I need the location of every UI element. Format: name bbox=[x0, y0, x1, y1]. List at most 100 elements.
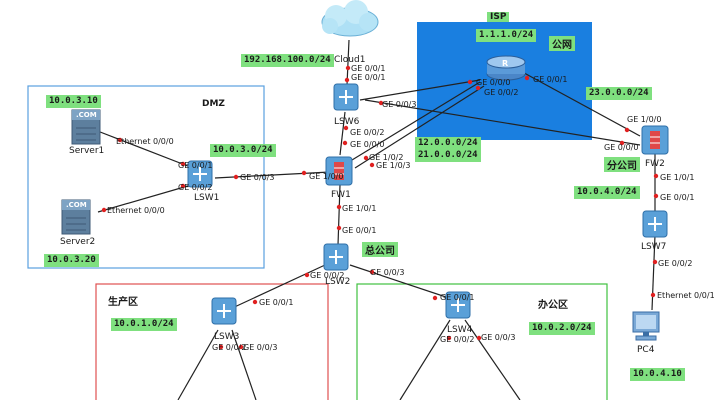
device-name-lsw7: LSW7 bbox=[641, 242, 667, 252]
fw1-icon[interactable] bbox=[325, 156, 353, 186]
port-label-lsw4-g003: GE 0/0/3 bbox=[481, 333, 516, 342]
cloud-icon[interactable] bbox=[321, 0, 379, 37]
device-name-server1: Server1 bbox=[69, 146, 105, 156]
port-label-lsw6-up1: GE 0/0/1 bbox=[351, 64, 386, 73]
device-name-lsw6: LSW6 bbox=[334, 117, 360, 127]
link-lsw3-down-b bbox=[231, 329, 257, 400]
port-label-lsw2-g002: GE 0/0/2 bbox=[310, 271, 345, 280]
port-dot bbox=[653, 193, 659, 199]
link-lsw2-lsw3 bbox=[227, 264, 326, 311]
port-label-lsw6-g003: GE 0/0/3 bbox=[382, 100, 417, 109]
port-label-lsw3-g003: GE 0/0/3 bbox=[243, 343, 278, 352]
port-dot bbox=[345, 65, 351, 71]
port-dot bbox=[343, 125, 349, 131]
port-label-lsw7-g002: GE 0/0/2 bbox=[658, 259, 693, 268]
zone-title-hq: 总公司 bbox=[362, 242, 398, 257]
lsw3-icon[interactable] bbox=[211, 297, 237, 325]
port-label-isp-g001: GE 0/0/1 bbox=[533, 75, 568, 84]
device-name-cloud1: Cloud1 bbox=[334, 55, 366, 65]
port-dot bbox=[238, 344, 244, 350]
device-name-router: R bbox=[502, 59, 509, 68]
port-dot bbox=[624, 127, 630, 133]
port-label-lsw4-g002: GE 0/0/2 bbox=[440, 335, 475, 344]
lsw7-icon[interactable] bbox=[642, 210, 668, 238]
link-fw1-isp-b bbox=[354, 85, 485, 169]
port-label-server2-eth: Ethernet 0/0/0 bbox=[107, 206, 165, 215]
pc-icon[interactable] bbox=[632, 311, 660, 341]
device-name-lsw2: LSW2 bbox=[325, 277, 351, 287]
port-label-fw1-g103: GE 1/0/3 bbox=[376, 161, 411, 170]
port-dot bbox=[653, 173, 659, 179]
net-label-fw1-isp-a: 12.0.0.0/24 bbox=[415, 137, 481, 150]
device-name-server2: Server2 bbox=[60, 237, 96, 247]
port-dot bbox=[218, 344, 224, 350]
port-dot bbox=[432, 295, 438, 301]
server2-icon[interactable] bbox=[61, 199, 91, 235]
net-label-dmz: 10.0.3.0/24 bbox=[210, 144, 276, 157]
router-icon[interactable] bbox=[486, 55, 526, 81]
port-label-isp-g000: GE 0/0/0 bbox=[476, 78, 511, 87]
port-dot bbox=[342, 140, 348, 146]
port-label-fw2-g100: GE 1/0/0 bbox=[627, 115, 662, 124]
port-dot bbox=[446, 335, 452, 341]
server2-badge: .COM bbox=[66, 201, 87, 209]
lsw6-icon[interactable] bbox=[333, 83, 359, 111]
port-dot bbox=[476, 335, 482, 341]
office-zone bbox=[356, 283, 608, 400]
port-dot bbox=[233, 174, 239, 180]
port-dot bbox=[180, 183, 186, 189]
dmz-zone bbox=[27, 85, 265, 269]
port-label-lsw7-g001: GE 0/0/1 bbox=[660, 193, 695, 202]
link-isp-fw2 bbox=[514, 67, 641, 137]
port-dot bbox=[117, 137, 123, 143]
device-name-fw2: FW2 bbox=[645, 159, 665, 169]
server1-icon[interactable] bbox=[71, 109, 101, 145]
net-label-server1: 10.0.3.10 bbox=[46, 95, 101, 108]
port-label-pc4-eth: Ethernet 0/0/1 bbox=[657, 291, 715, 300]
lsw2-icon[interactable] bbox=[323, 243, 349, 271]
link-lsw3-down-a bbox=[177, 329, 219, 400]
port-dot bbox=[301, 170, 307, 176]
port-dot bbox=[475, 85, 481, 91]
device-name-fw1: FW1 bbox=[331, 190, 351, 200]
link-lsw6-fw2 bbox=[364, 99, 641, 146]
link-lsw1-server2 bbox=[97, 182, 199, 213]
link-lsw4-down-b bbox=[464, 319, 521, 400]
port-label-fw1-g101: GE 1/0/1 bbox=[342, 204, 377, 213]
link-lsw7-pc4 bbox=[651, 234, 656, 311]
device-name-pc4: PC4 bbox=[637, 345, 655, 355]
net-label-production: 10.0.1.0/24 bbox=[111, 318, 177, 331]
device-name-lsw4: LSW4 bbox=[447, 325, 473, 335]
port-dot bbox=[369, 269, 375, 275]
port-dot bbox=[180, 161, 186, 167]
link-cloud-lsw6 bbox=[346, 39, 350, 86]
port-label-lsw6-up2: GE 0/0/1 bbox=[351, 73, 386, 82]
port-label-lsw3-g001: GE 0/0/1 bbox=[259, 298, 294, 307]
port-dot bbox=[650, 292, 656, 298]
link-lsw1-server1 bbox=[94, 129, 199, 171]
port-label-lsw3-g002: GE 0/0/2 bbox=[212, 343, 247, 352]
port-label-fw1-g100: GE 1/0/0 bbox=[309, 172, 344, 181]
net-label-pc4: 10.0.4.10 bbox=[630, 368, 685, 381]
port-dot bbox=[101, 207, 107, 213]
port-label-lsw1-g003: GE 0/0/3 bbox=[240, 173, 275, 182]
port-dot bbox=[467, 79, 473, 85]
port-label-lsw6-g000: GE 0/0/0 bbox=[350, 140, 385, 149]
net-label-cloud: 192.168.100.0/24 bbox=[241, 54, 334, 67]
zone-title-public: 公网 bbox=[549, 36, 575, 51]
port-label-lsw1-g002: GE 0/0/2 bbox=[178, 183, 213, 192]
port-label-fw1-g102: GE 1/0/2 bbox=[369, 153, 404, 162]
port-dot bbox=[304, 272, 310, 278]
fw2-icon[interactable] bbox=[641, 125, 669, 155]
port-label-fw2-g000: GE 0/0/0 bbox=[604, 143, 639, 152]
port-label-lsw2-g003: GE 0/0/3 bbox=[370, 268, 405, 277]
lsw1-icon[interactable] bbox=[187, 160, 213, 188]
lsw4-icon[interactable] bbox=[445, 291, 471, 319]
net-label-isp-loopback: 1.1.1.0/24 bbox=[476, 29, 537, 42]
port-label-server1-eth: Ethernet 0/0/0 bbox=[116, 137, 174, 146]
port-dot bbox=[369, 162, 375, 168]
port-dots bbox=[101, 65, 659, 350]
port-dot bbox=[619, 140, 625, 146]
port-label-fw2-g101: GE 1/0/1 bbox=[660, 173, 695, 182]
